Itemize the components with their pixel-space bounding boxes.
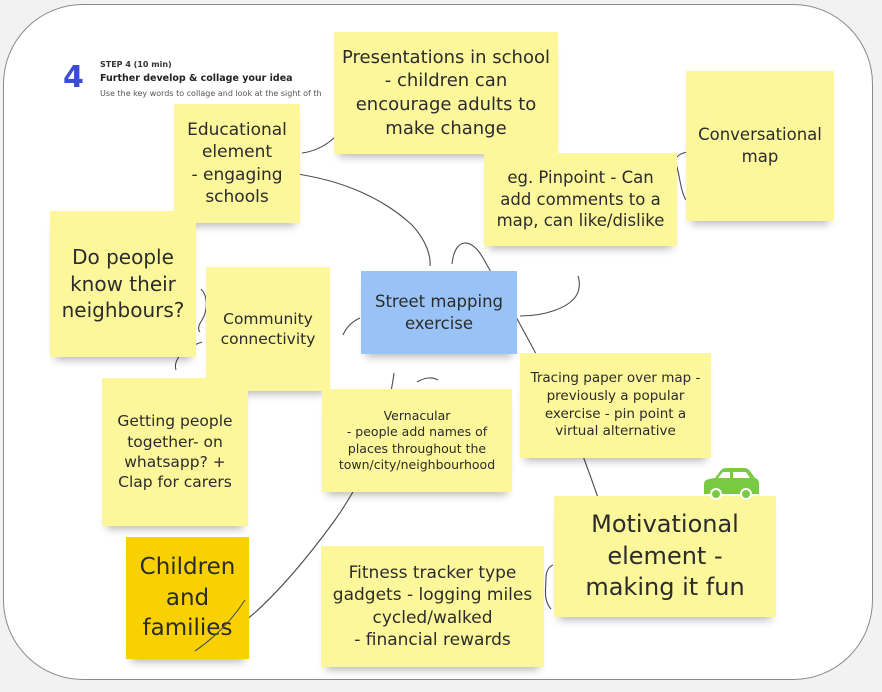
note-presentations[interactable]: Presentations in school - children can e… xyxy=(334,32,558,154)
note-tracing-paper[interactable]: Tracing paper over map - previously a po… xyxy=(520,353,711,458)
note-whatsapp[interactable]: Getting people together- on whatsapp? + … xyxy=(102,378,248,526)
note-fitness-tracker-text: Fitness tracker type gadgets - logging m… xyxy=(332,562,533,650)
note-vernacular-text: Vernacular - people add names of places … xyxy=(338,407,496,473)
note-vernacular[interactable]: Vernacular - people add names of places … xyxy=(322,389,512,492)
note-conversational-map[interactable]: Conversational map xyxy=(686,71,834,221)
step-description: Use the key words to collage and look at… xyxy=(100,89,322,98)
note-conversational-map-text: Conversational map xyxy=(698,125,822,166)
note-fitness-tracker[interactable]: Fitness tracker type gadgets - logging m… xyxy=(321,546,544,667)
step-title: Further develop & collage your idea xyxy=(100,73,293,84)
note-neighbours[interactable]: Do people know their neighbours? xyxy=(50,211,196,357)
note-community-connectivity-text: Community connectivity xyxy=(220,309,316,348)
connector-community-street xyxy=(342,317,361,336)
connector-educational-street xyxy=(289,172,431,267)
note-motivational-element[interactable]: Motivational element - making it fun xyxy=(554,496,776,617)
note-street-mapping-text: Street mapping exercise xyxy=(374,291,504,333)
note-community-connectivity[interactable]: Community connectivity xyxy=(206,267,330,391)
connector-street-pinpoint xyxy=(519,275,580,317)
car-icon xyxy=(704,468,759,500)
note-pinpoint[interactable]: eg. Pinpoint - Can add comments to a map… xyxy=(484,153,677,246)
note-educational-element-text: Educational element - engaging schools xyxy=(187,119,287,207)
note-presentations-text: Presentations in school - children can e… xyxy=(342,46,550,139)
note-tracing-paper-text: Tracing paper over map - previously a po… xyxy=(530,369,701,440)
note-children-families[interactable]: Children and families xyxy=(126,537,249,659)
note-street-mapping[interactable]: Street mapping exercise xyxy=(361,271,517,354)
note-children-families-text: Children and families xyxy=(139,554,236,642)
note-educational-element[interactable]: Educational element - engaging schools xyxy=(174,104,300,223)
connector-street-vernacular xyxy=(416,377,439,383)
note-motivational-element-text: Motivational element - making it fun xyxy=(585,509,745,602)
note-whatsapp-text: Getting people together- on whatsapp? + … xyxy=(117,412,233,492)
note-pinpoint-text: eg. Pinpoint - Can add comments to a map… xyxy=(496,167,665,231)
connector-street-motivational xyxy=(451,242,606,519)
connector-neighbours-community xyxy=(198,288,207,333)
step-number: 4 xyxy=(63,60,84,95)
connector-fitness-motivational xyxy=(544,564,554,610)
step-tag: STEP 4 (10 min) xyxy=(100,60,172,69)
note-neighbours-text: Do people know their neighbours? xyxy=(61,245,185,323)
